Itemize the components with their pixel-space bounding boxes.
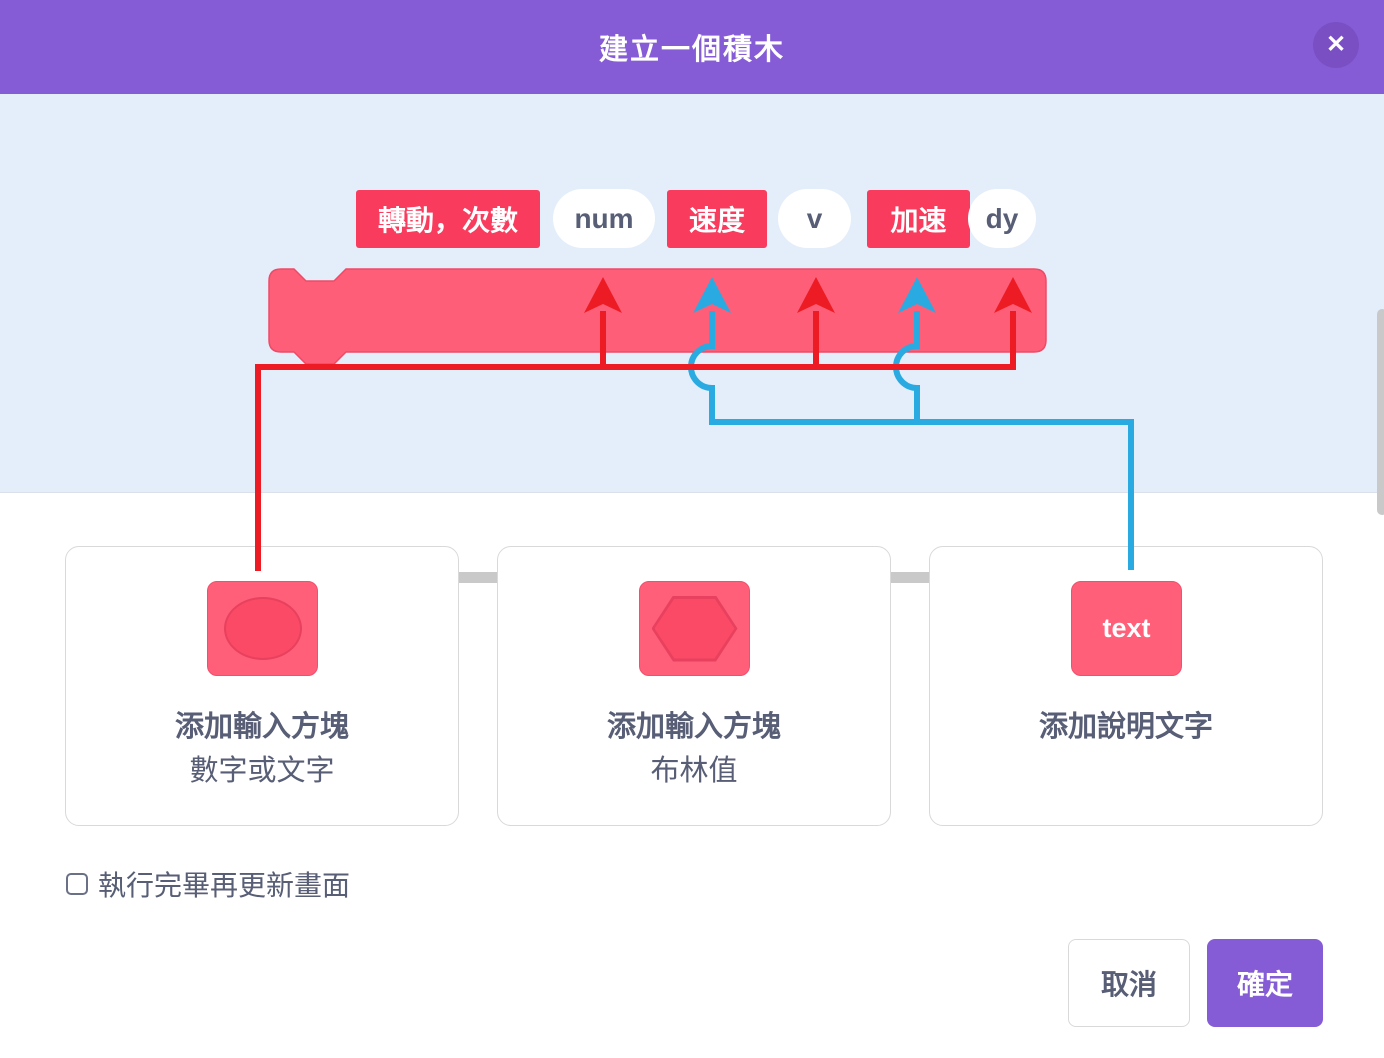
boolean-input-icon	[639, 581, 750, 676]
cancel-button[interactable]: 取消	[1068, 939, 1190, 1027]
run-without-refresh-label[interactable]: 執行完畢再更新畫面	[98, 870, 351, 901]
text-shape-icon: text	[1102, 613, 1151, 643]
add-label-card[interactable]: text 添加說明文字	[929, 546, 1323, 826]
block-label-part[interactable]: 轉動，次數	[356, 190, 540, 248]
card-title: 添加說明文字	[1038, 711, 1213, 743]
dialog-header: 建立一個積木 ✕	[0, 0, 1384, 94]
hexagon-shape-icon	[651, 595, 738, 662]
block-preview-area: 轉動，次數 num 速度 v 加速 dy	[0, 94, 1384, 583]
page-title: 建立一個積木	[598, 34, 785, 66]
number-input-icon	[207, 581, 318, 676]
block-label-part[interactable]: 加速	[867, 190, 970, 248]
close-icon: ✕	[1325, 31, 1347, 58]
block-number-input-part[interactable]: v	[778, 189, 851, 248]
oval-shape-icon	[223, 597, 302, 660]
vertical-scrollbar[interactable]	[1377, 309, 1384, 515]
card-subtitle: 布林值	[650, 755, 738, 787]
add-boolean-input-card[interactable]: 添加輸入方塊 布林值	[497, 546, 891, 826]
block-number-input-part[interactable]: dy	[968, 189, 1036, 248]
run-without-refresh-row[interactable]: 執行完畢再更新畫面	[66, 864, 350, 904]
custom-block-shape[interactable]	[268, 264, 1050, 370]
close-button[interactable]: ✕	[1313, 22, 1359, 68]
block-label-part[interactable]: 速度	[667, 190, 767, 248]
ok-button[interactable]: 確定	[1207, 939, 1323, 1027]
add-number-text-input-card[interactable]: 添加輸入方塊 數字或文字	[65, 546, 459, 826]
label-text-icon: text	[1071, 581, 1182, 676]
block-body	[268, 268, 1047, 365]
card-title: 添加輸入方塊	[606, 711, 781, 743]
run-without-refresh-checkbox[interactable]	[66, 873, 88, 895]
block-number-input-part[interactable]: num	[553, 189, 655, 248]
card-subtitle: 數字或文字	[189, 755, 335, 787]
card-title: 添加輸入方塊	[174, 711, 349, 743]
